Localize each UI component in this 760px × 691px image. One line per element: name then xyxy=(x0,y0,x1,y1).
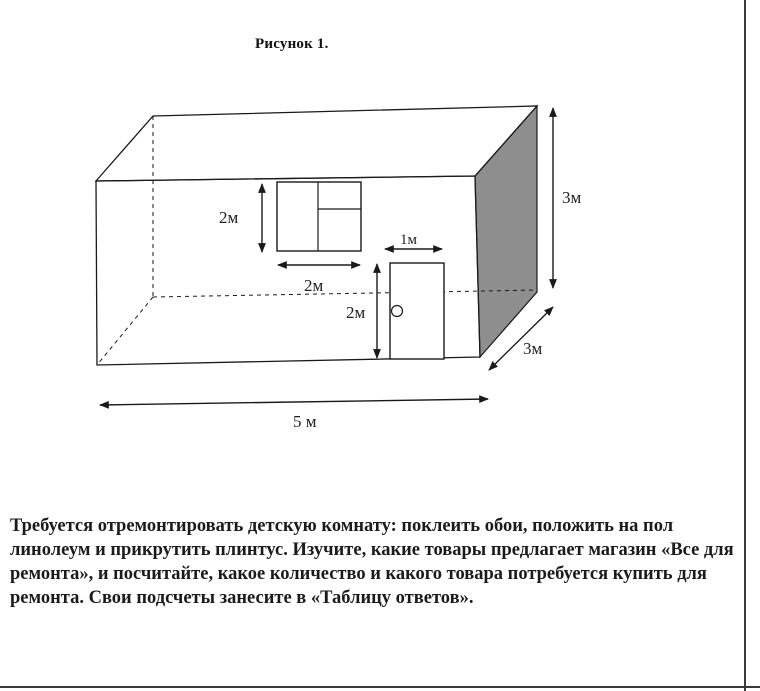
hidden-edge-floor-left xyxy=(96,296,154,366)
right-wall-shaded xyxy=(474,104,538,359)
room-length-arrow xyxy=(99,395,489,409)
door-handle xyxy=(390,304,404,318)
figure-title: Рисунок 1. xyxy=(255,36,329,52)
door xyxy=(389,262,445,360)
window xyxy=(276,181,362,252)
task-description: Требуется отремонтировать детскую комнат… xyxy=(10,516,734,608)
room-length-label: 5 м xyxy=(293,412,317,431)
page-border-bottom xyxy=(0,686,760,688)
window-width-label: 2м xyxy=(304,276,324,295)
hidden-edge-floor-back xyxy=(152,289,538,298)
room-depth-arrow xyxy=(488,306,554,371)
page-border-right xyxy=(744,0,746,691)
window-height-label: 2м xyxy=(219,208,239,227)
room-height-label: 3м xyxy=(562,188,582,207)
ceiling-face xyxy=(94,105,539,182)
room-depth-label: 3м xyxy=(523,339,543,358)
door-width-label: 1м xyxy=(400,232,418,248)
front-wall xyxy=(95,175,481,366)
door-height-label: 2м xyxy=(346,303,366,322)
room-diagram: 2м 2м 1м 2м 3м 3м 5 м xyxy=(94,104,582,431)
